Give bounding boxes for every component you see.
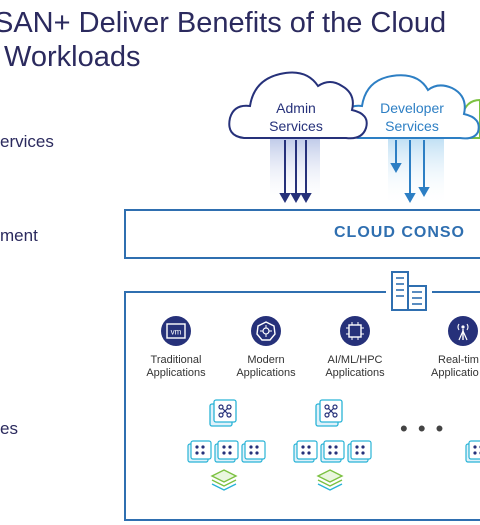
workload-stack-1 — [187, 399, 266, 491]
cloud-console-label: CLOUD CONSO — [334, 224, 465, 241]
app-traditional: vm Traditional Applications — [126, 316, 226, 380]
container-icon-partial — [465, 440, 480, 463]
developer-arrows — [390, 140, 430, 204]
developer-label-line2: Services — [385, 118, 439, 134]
app-modern: Modern Applications — [216, 316, 316, 380]
title-line-1: SAN+ Deliver Benefits of the Cloud — [0, 7, 447, 39]
container-icons — [187, 440, 266, 463]
app-aiml-line1: AI/ML/HPC — [327, 354, 383, 366]
building-icon — [386, 268, 432, 314]
app-modern-line1: Modern — [247, 354, 285, 366]
admin-cloud — [228, 71, 368, 140]
side-label-workloads: es — [0, 419, 18, 438]
clouds-diagram — [228, 71, 480, 206]
container-icons — [293, 440, 372, 463]
app-modern-line2: Applications — [236, 367, 296, 379]
title-line-2: Workloads — [4, 41, 141, 73]
more-ellipsis: • • • — [400, 416, 446, 441]
admin-label-line2: Services — [269, 118, 323, 134]
app-aiml: AI/ML/HPC Applications — [305, 316, 405, 380]
admin-arrows — [279, 140, 312, 204]
kubernetes-icon — [251, 316, 281, 346]
app-realtime-line2: Applicatio — [431, 367, 479, 379]
app-realtime-line1: Real-tim — [438, 354, 479, 366]
admin-label-line1: Admin — [276, 100, 316, 116]
developer-cloud-label: Developer Services — [372, 99, 452, 135]
node-icon — [315, 399, 343, 427]
admin-cloud-label: Admin Services — [258, 99, 334, 135]
developer-beam — [388, 138, 444, 206]
vm-icon: vm — [161, 316, 191, 346]
vm-icon-text: vm — [171, 328, 182, 337]
node-icon — [209, 399, 237, 427]
app-traditional-line2: Applications — [146, 367, 206, 379]
cloud-console-bar: CLOUD CONSO — [124, 209, 480, 259]
layers-icon — [210, 469, 238, 491]
chip-icon — [340, 316, 370, 346]
app-aiml-line2: Applications — [325, 367, 385, 379]
slide-title: SAN+ Deliver Benefits of the Cloud Workl… — [0, 6, 446, 74]
app-realtime: Real-tim Applicatio — [412, 316, 480, 380]
layers-icon — [316, 469, 344, 491]
side-label-services: ervices — [0, 132, 54, 151]
workload-stack-2 — [293, 399, 372, 491]
app-traditional-line1: Traditional — [150, 354, 202, 366]
antenna-icon — [448, 316, 478, 346]
side-label-management: ment — [0, 226, 38, 245]
developer-label-line1: Developer — [380, 100, 444, 116]
workload-platform-box — [124, 291, 480, 521]
